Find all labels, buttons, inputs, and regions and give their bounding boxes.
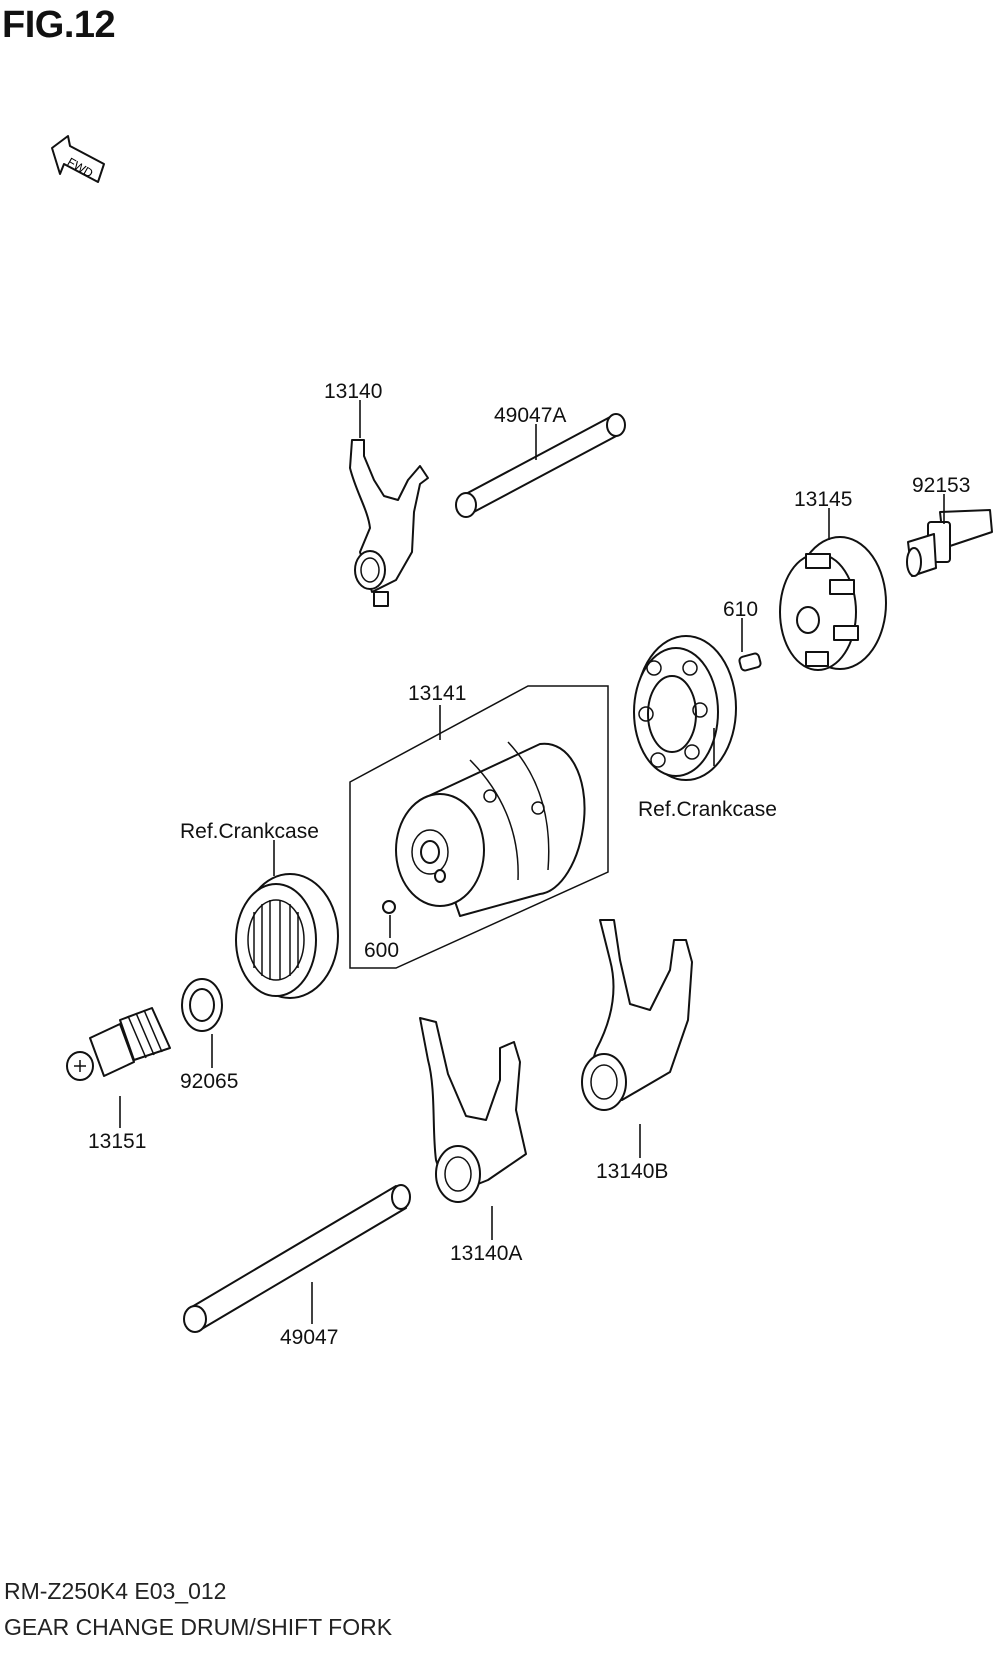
label-13151: 13151 [88, 1130, 146, 1153]
shaft-49047A[interactable] [455, 413, 626, 518]
cam-13145[interactable] [779, 536, 887, 671]
label-13140B: 13140B [596, 1160, 668, 1183]
bearing-right[interactable] [633, 635, 737, 781]
gear-drum-13141[interactable] [349, 685, 609, 969]
label-ref-crankcase-right: Ref.Crankcase [638, 798, 777, 821]
label-610: 610 [723, 598, 758, 621]
label-ref-crankcase-left: Ref.Crankcase [180, 820, 319, 843]
shift-fork-13140B[interactable] [581, 919, 693, 1111]
washer-92065[interactable] [181, 978, 223, 1032]
label-13141: 13141 [408, 682, 466, 705]
diagram-title: GEAR CHANGE DRUM/SHIFT FORK [4, 1614, 393, 1640]
shift-fork-13140[interactable] [349, 439, 429, 607]
label-600: 600 [364, 939, 399, 962]
shift-fork-13140A[interactable] [419, 1017, 527, 1203]
label-49047A: 49047A [494, 404, 566, 427]
shaft-49047[interactable] [183, 1184, 411, 1333]
label-13140A: 13140A [450, 1242, 522, 1265]
label-49047: 49047 [280, 1326, 338, 1349]
ball-600[interactable] [382, 900, 396, 914]
bearing-left[interactable] [235, 873, 339, 999]
label-13145: 13145 [794, 488, 852, 511]
switch-13151[interactable] [66, 1007, 171, 1081]
fwd-arrow-icon: FWD [51, 135, 105, 183]
pin-610[interactable] [738, 652, 762, 672]
label-92065: 92065 [180, 1070, 238, 1093]
model-code: RM-Z250K4 E03_012 [4, 1578, 227, 1604]
leader-lines [119, 400, 945, 1324]
bolt-92153[interactable] [906, 509, 993, 577]
label-92153: 92153 [912, 474, 970, 497]
figure-title: FIG.12 [2, 4, 116, 46]
label-13140: 13140 [324, 380, 382, 403]
